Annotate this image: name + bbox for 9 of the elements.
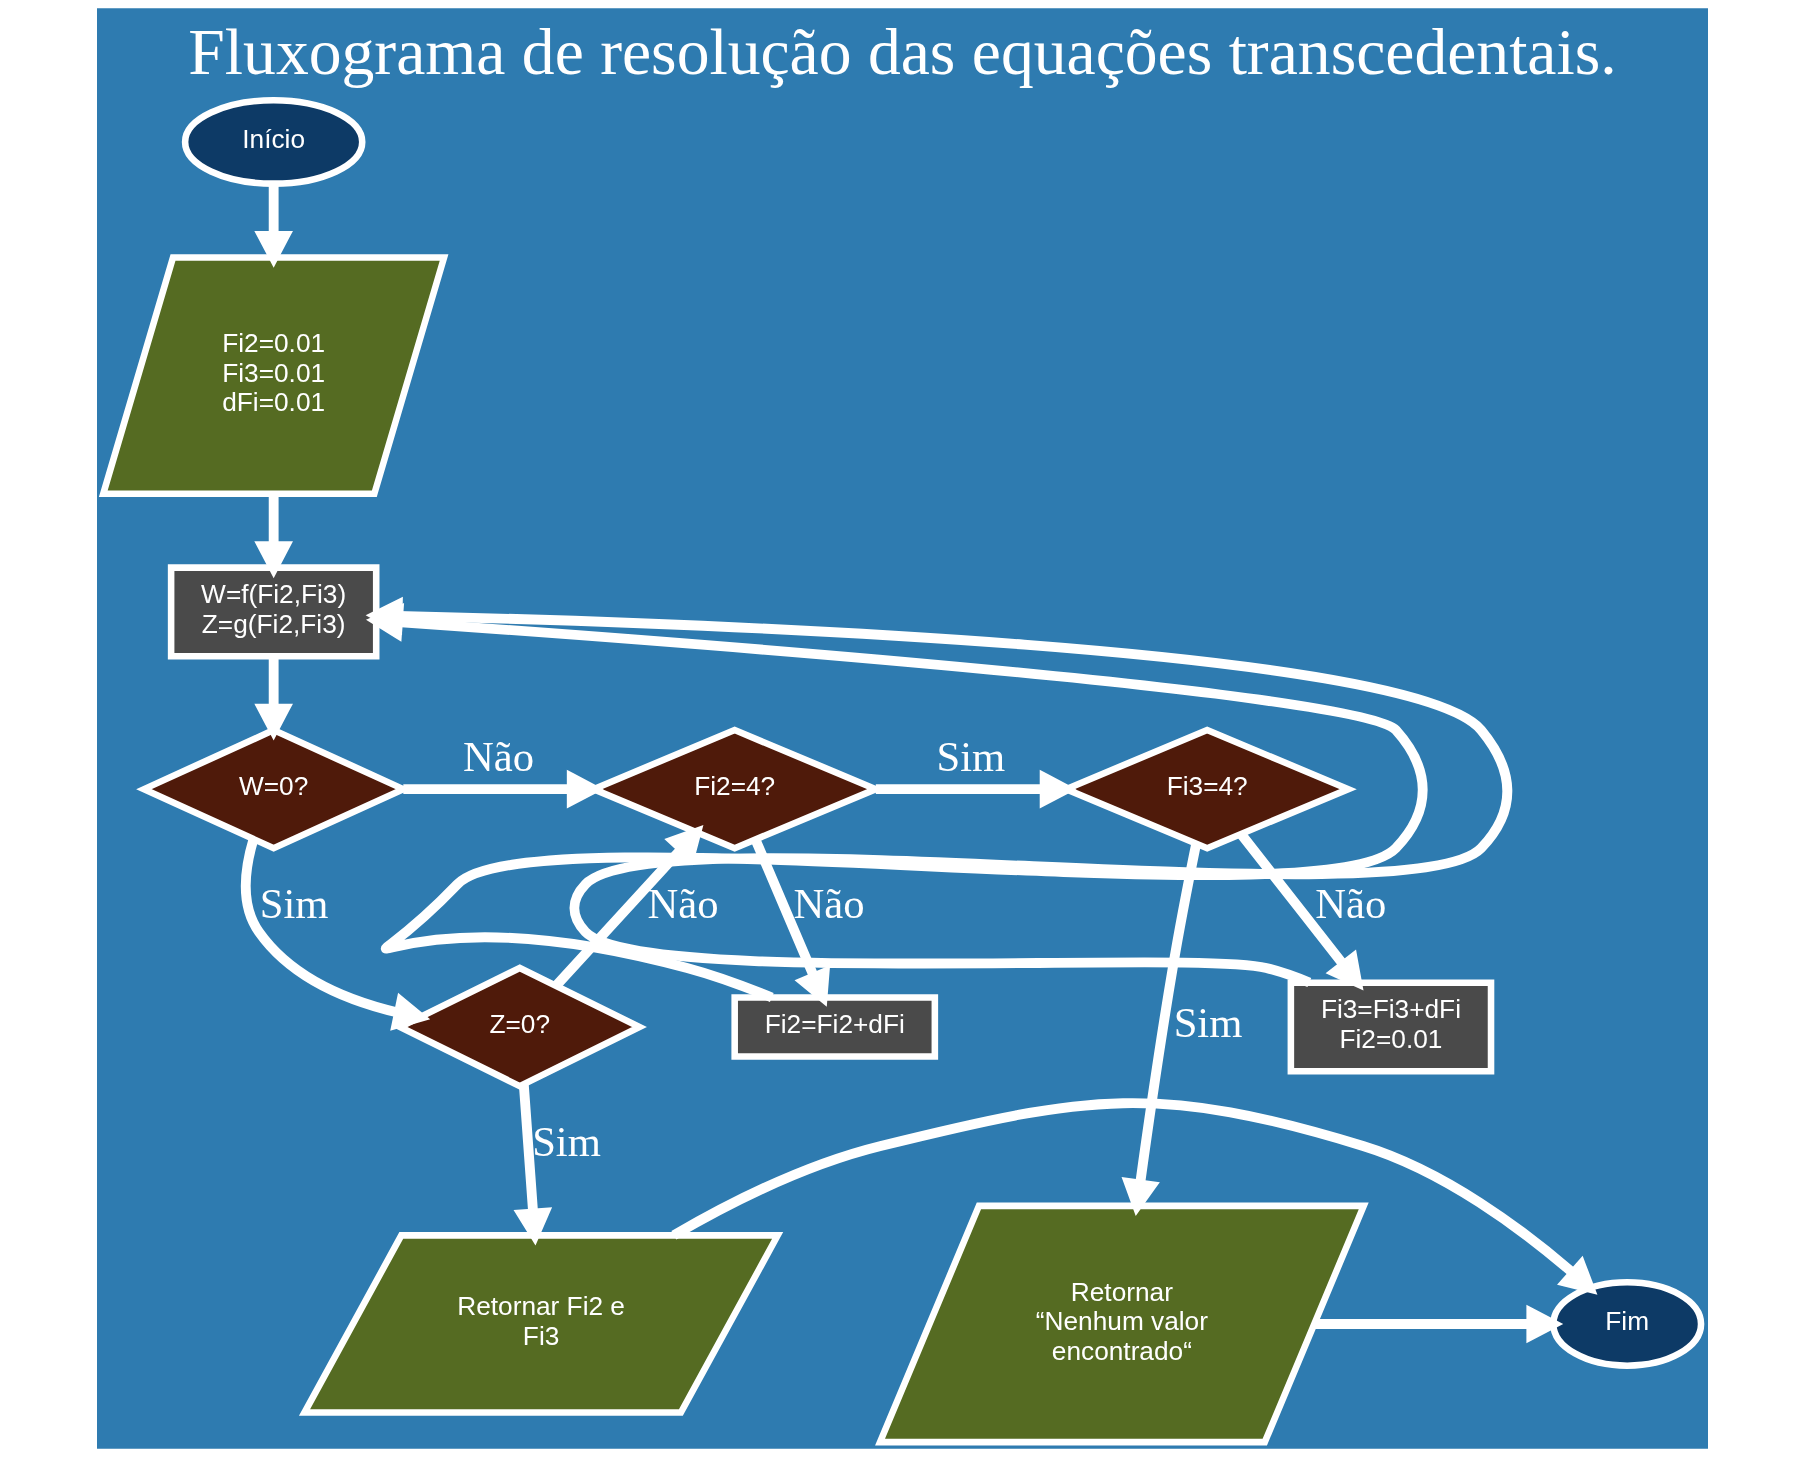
edge-label: Sim bbox=[936, 732, 1006, 780]
edge-label: Sim bbox=[259, 880, 329, 928]
edge-label: Não bbox=[462, 732, 534, 780]
diagram-title: Fluxograma de resolução das equações transcedentais. bbox=[188, 15, 1617, 88]
edge-label: Não bbox=[647, 880, 719, 928]
edge-label: Não bbox=[793, 880, 865, 928]
edge-label: Sim bbox=[532, 1118, 601, 1166]
edge-label: Sim bbox=[1173, 999, 1243, 1047]
edge-label: Não bbox=[1315, 880, 1387, 928]
